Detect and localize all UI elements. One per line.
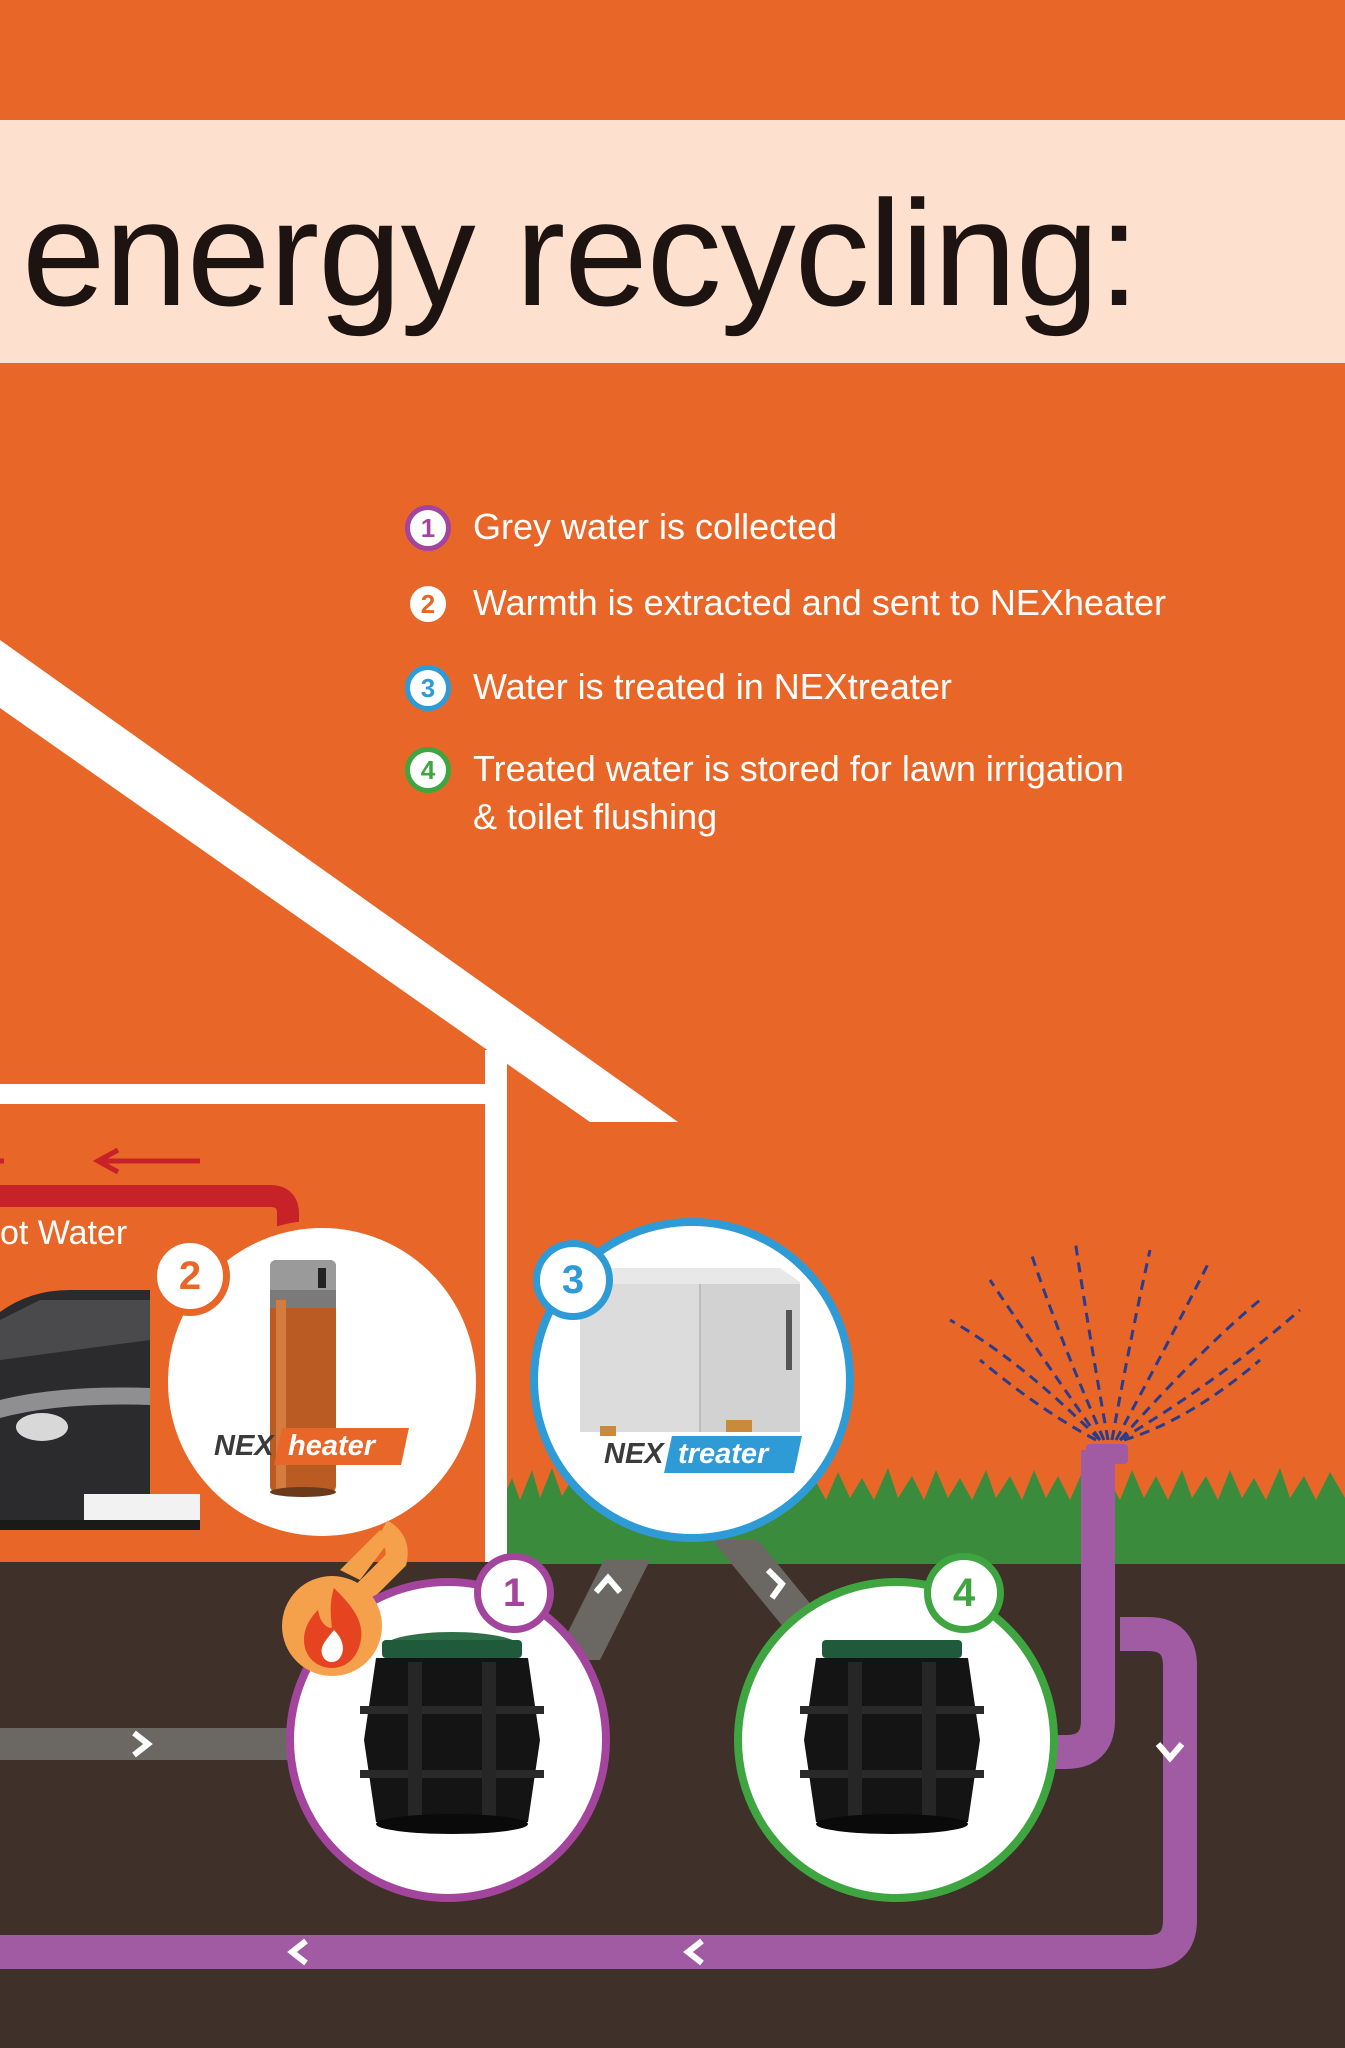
legend-text-2: Warmth is extracted and sent to NEXheate… — [473, 582, 1166, 623]
chevron-right-icon — [132, 1730, 153, 1758]
chevron-down-icon — [765, 1567, 786, 1600]
purple-pipes — [0, 1450, 1197, 1969]
chevron-up-icon — [593, 1573, 623, 1594]
legend-text-1: Grey water is collected — [473, 506, 838, 547]
tank — [360, 1632, 544, 1834]
house-wall-beam — [0, 1084, 500, 1104]
nextreater-logo: NEX treater — [604, 1436, 802, 1473]
legend-badge-4: 4 — [405, 747, 451, 793]
chevron-left-icon — [683, 1938, 704, 1966]
page-title: energy recycling: — [22, 169, 1140, 337]
flame-icon — [282, 1576, 382, 1676]
sprinkler — [949, 1239, 1301, 1464]
legend-badge-1: 1 — [405, 505, 451, 551]
legend-item: 1 Grey water is collected — [405, 505, 1233, 551]
legend-text-3: Water is treated in NEXtreater — [473, 666, 952, 707]
legend-badge-2: 2 — [405, 581, 451, 627]
legend-badge-3: 3 — [405, 665, 451, 711]
hot-water-label: ot Water — [0, 1214, 128, 1252]
legend-text-4: Treated water is stored for lawn irrigat… — [473, 748, 1124, 837]
house-wall-post — [485, 1050, 507, 1562]
arrow-left-icon — [0, 1147, 200, 1175]
nexheater-logo: NEX heater — [214, 1428, 409, 1465]
chevron-left-icon — [287, 1938, 308, 1966]
title-band — [0, 120, 1345, 363]
badge-storage: 4 — [924, 1553, 1004, 1633]
legend-item: 3 Water is treated in NEXtreater — [405, 665, 1233, 711]
legend-item: 4 Treated water is stored for lawn irrig… — [405, 747, 1233, 841]
badge-heater: 2 — [150, 1236, 230, 1316]
chevron-down-icon — [1155, 1742, 1185, 1763]
legend-item: 2 Warmth is extracted and sent to NEXhea… — [405, 581, 1233, 627]
hot-water-pipe — [0, 1185, 299, 1240]
brand-product: heater — [273, 1428, 409, 1465]
badge-treater: 3 — [533, 1240, 613, 1320]
badge-grey-water: 1 — [474, 1553, 554, 1633]
brand-product: treater — [663, 1436, 802, 1473]
tank — [800, 1640, 984, 1834]
car — [0, 1290, 200, 1530]
house-roof — [0, 640, 678, 1122]
brand-nex: NEX — [604, 1438, 664, 1470]
brand-nex: NEX — [214, 1430, 274, 1462]
